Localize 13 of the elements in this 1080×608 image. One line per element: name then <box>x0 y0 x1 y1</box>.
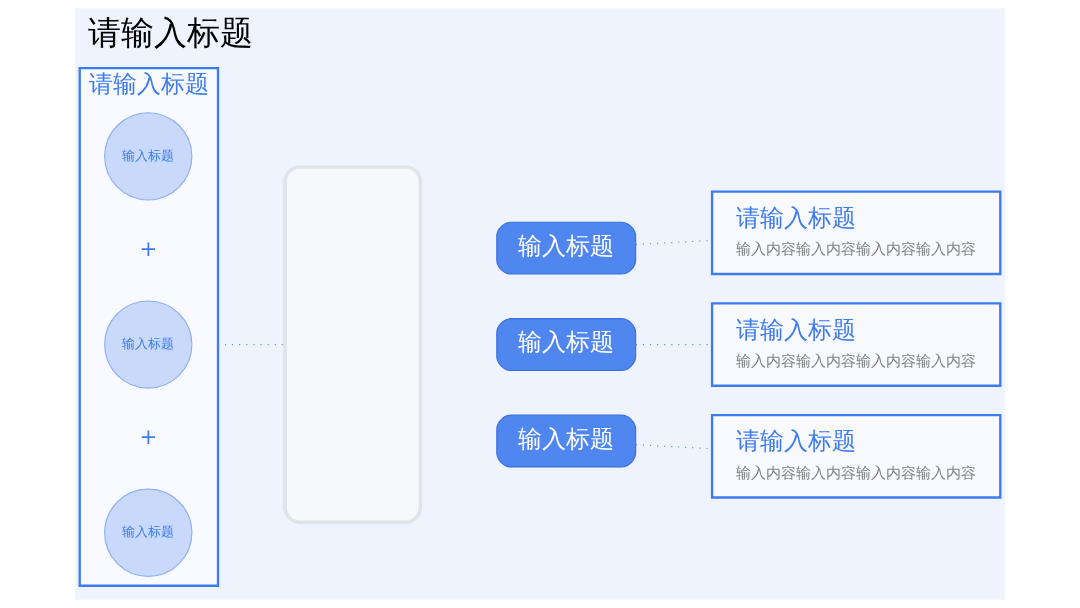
node-box: 输入标题 <box>496 414 637 468</box>
label: + <box>139 423 158 449</box>
node-box: 输入标题 <box>496 318 637 372</box>
node-circle: 输入标题 <box>104 112 193 201</box>
node-circle: 输入标题 <box>104 300 193 389</box>
node-box <box>283 165 423 524</box>
label: + <box>139 235 158 261</box>
node-circle: 输入标题 <box>104 488 193 577</box>
node-box: 输入标题 <box>496 221 637 275</box>
diagram-title: 请输入标题 <box>88 12 254 52</box>
node-box: 请输入标题 输入内容输入内容输入内容输入内容 <box>710 190 1002 276</box>
node-box: 请输入标题 输入内容输入内容输入内容输入内容 <box>710 414 1002 499</box>
node-box: 请输入标题 输入内容输入内容输入内容输入内容 <box>710 302 1002 387</box>
